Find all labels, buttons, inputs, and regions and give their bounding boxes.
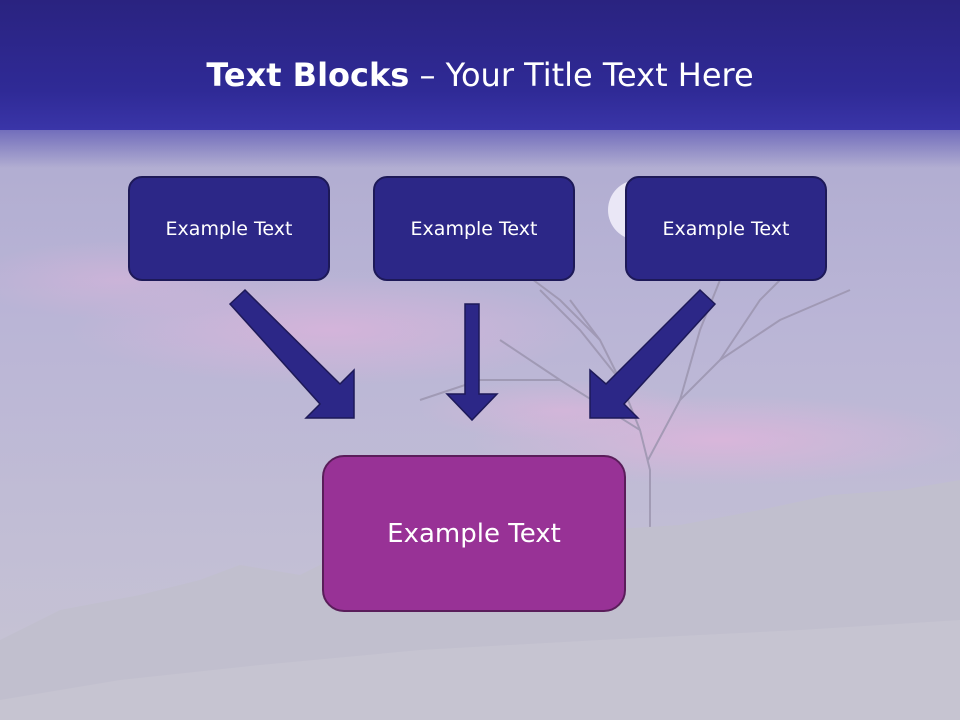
- slide-title: Text Blocks – Your Title Text Here: [0, 52, 960, 98]
- text-block-bottom-label: Example Text: [387, 518, 561, 549]
- arrow-left-to-bottom: [228, 288, 355, 419]
- header-band: [0, 0, 960, 130]
- text-block-right: Example Text: [625, 176, 827, 281]
- text-block-left: Example Text: [128, 176, 330, 281]
- arrow-right-to-bottom: [589, 288, 717, 419]
- text-block-center-label: Example Text: [410, 217, 538, 240]
- header-fade: [0, 128, 960, 168]
- slide-title-rest: Your Title Text Here: [445, 56, 754, 94]
- slide-title-bold: Text Blocks: [206, 56, 410, 94]
- text-block-center: Example Text: [373, 176, 575, 281]
- text-block-left-label: Example Text: [165, 217, 293, 240]
- arrow-center-to-bottom: [445, 303, 499, 422]
- text-block-bottom: Example Text: [322, 455, 626, 612]
- slide-title-separator: –: [409, 56, 446, 94]
- text-block-right-label: Example Text: [662, 217, 790, 240]
